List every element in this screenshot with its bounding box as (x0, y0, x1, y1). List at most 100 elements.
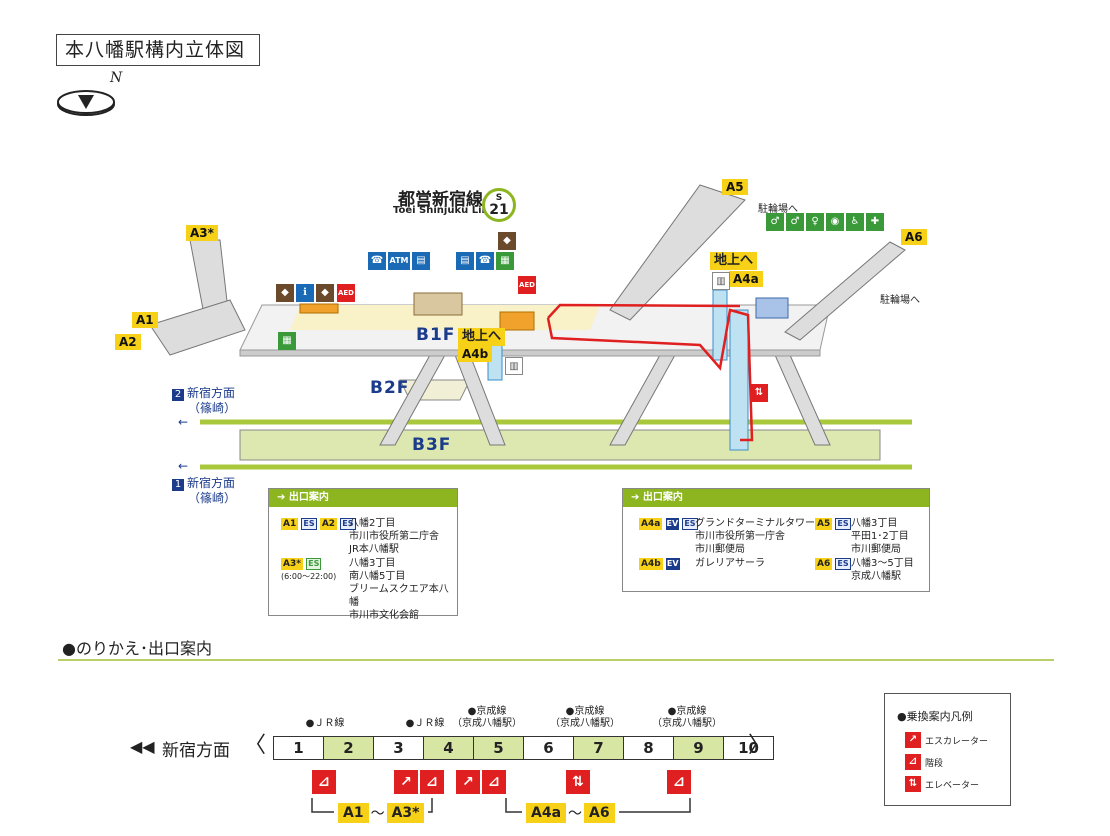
platform-direction: 新宿方面 (162, 741, 230, 761)
shop-2 (499, 311, 535, 331)
exit-group-a6-dest: 八幡3～5丁目 京成八幡駅 (851, 558, 914, 582)
exit-group-a6: A6 ES (815, 558, 851, 570)
station-office (755, 297, 789, 319)
chevron-right-icon: 〉 (748, 733, 771, 758)
floor-label-b1f: B1F (416, 325, 456, 345)
transfer-car7: ●京成線（京成八幡駅） (550, 706, 620, 729)
car-8: 8 (623, 736, 674, 760)
exit-info-panel-right: ➔ 出口案内 A4a EV ES グランドターミナルタワー 市川市役所第一庁舎 … (622, 488, 930, 592)
toilet-women-icon: ♀ (806, 213, 824, 231)
car-positions: 1 2 3 4 5 6 7 8 9 10 (273, 736, 774, 760)
car-6: 6 (523, 736, 574, 760)
legend-escalator: ↗ エスカレーター (905, 732, 988, 748)
compass-icon (57, 90, 115, 116)
exit-group-a1-a2: A1 ES A2 ES (281, 518, 356, 530)
line-name-ja: 都営新宿線 (398, 190, 483, 210)
bracket-a1-a3: A1 ～ A3* (334, 803, 429, 823)
baby-care-icon: ◉ (826, 213, 844, 231)
elevator-icon: ⇅ (905, 776, 921, 792)
track-1-sub: （篠崎） (188, 491, 237, 505)
exit-a4a-tag: A4a (729, 271, 763, 287)
exit-group-a4b: A4b EV (639, 558, 680, 570)
shop-3 (299, 303, 339, 314)
track-1-dest: 新宿方面 (187, 476, 236, 490)
shop-icon: ◆ (498, 232, 516, 250)
exit-group-a3-dest: 八幡3丁目 南八幡5丁目 ブリームスクエア本八幡 市川市文化会館 (349, 558, 449, 621)
direction-arrow-icon: ◀◀ (130, 737, 155, 756)
transfer-car4: ●ＪＲ線 (405, 718, 445, 729)
to-ground-sign-left: 地上へ (458, 328, 506, 346)
coin-locker-icon-2: ▦ (278, 332, 296, 350)
shop-1 (413, 292, 463, 316)
car-4: 4 (423, 736, 474, 760)
transfer-car5: ●京成線（京成八幡駅） (452, 706, 522, 729)
floor-label-b3f: B3F (412, 435, 452, 455)
legend-elevator: ⇅ エレベーター (905, 776, 979, 792)
ostomate-icon: ✚ (866, 213, 884, 231)
arrow-left-icon-2: ← (178, 459, 189, 473)
badge-letter: S (495, 193, 503, 203)
car-1: 1 (273, 736, 324, 760)
transfer-section-title: ●のりかえ･出口案内 (62, 639, 212, 658)
elevator-icon-map: ⇅ (750, 384, 768, 402)
info-icon: ℹ (296, 284, 314, 302)
bike-parking-a5: 駐輪場へ (758, 204, 798, 215)
exit-a3-tag: A3* (186, 225, 218, 241)
toilet-men-icon: ♂ (786, 213, 804, 231)
exit-group-a4b-dest: ガレリアサーラ (695, 558, 765, 569)
stairs-icon: ⊿ (420, 770, 444, 794)
exit-a5-tag: A5 (722, 179, 748, 195)
transfer-car2: ●ＪＲ線 (305, 718, 345, 729)
station-number-badge: S 21 (482, 188, 516, 222)
stairs-a6 (784, 241, 906, 341)
escalator-icon: ↗ (394, 770, 418, 794)
section-divider (58, 659, 1054, 661)
exit-group-a5: A5 ES (815, 518, 851, 530)
bike-parking-a6: 駐輪場へ (880, 295, 920, 306)
exit-a6-tag: A6 (901, 229, 927, 245)
track-2-dest: 新宿方面 (187, 386, 236, 400)
shop-icon-3: ◆ (316, 284, 334, 302)
floor-label-b2f: B2F (370, 378, 410, 398)
to-ground-sign-right: 地上へ (710, 252, 758, 270)
track-2-number: 2 (172, 389, 184, 401)
escalator-icon: ↗ (905, 732, 921, 748)
car-7: 7 (573, 736, 624, 760)
intercom-icon: ▥ (505, 357, 523, 375)
chevron-left-icon: 〈 (244, 733, 267, 758)
station-structure-diagram (149, 184, 912, 470)
track-2-sub: （篠崎） (188, 401, 237, 415)
coin-locker-icon: ▦ (496, 252, 514, 270)
legend-stairs: ⊿ 階段 (905, 754, 943, 770)
car-5: 5 (473, 736, 524, 760)
car-10: 10 (723, 736, 774, 760)
legend-title: ●乗換案内凡例 (897, 710, 973, 723)
exit-group-a4a-dest: グランドターミナルタワー 市川市役所第一庁舎 市川郵便局 (695, 518, 815, 555)
stairs-icon: ⊿ (482, 770, 506, 794)
phone-icon: ☎ (368, 252, 386, 270)
car-2: 2 (323, 736, 374, 760)
panel-header-right: ➔ 出口案内 (623, 489, 929, 507)
track-1-number: 1 (172, 479, 184, 491)
exit-group-a5-dest: 八幡3丁目 平田1･2丁目 市川郵便局 (851, 518, 909, 555)
page-title: 本八幡駅構内立体図 (56, 34, 260, 66)
ticket-machine-icon: ▤ (412, 252, 430, 270)
transfer-car9: ●京成線（京成八幡駅） (652, 706, 722, 729)
compass-north-label: N (110, 70, 123, 86)
atm-icon: ATM (388, 252, 410, 270)
toilet-icon: ♂ (766, 213, 784, 231)
stairs-a1-a2 (149, 299, 246, 356)
elevator-icon: ⇅ (566, 770, 590, 794)
intercom-icon-2: ▥ (712, 272, 730, 290)
shop-icon-2: ◆ (276, 284, 294, 302)
elevator-shaft (729, 309, 749, 451)
wheelchair-icon: ♿ (846, 213, 864, 231)
aed-icon-right: AED (518, 276, 536, 294)
legend-box: ●乗換案内凡例 ↗ エスカレーター ⊿ 階段 ⇅ エレベーター (884, 693, 1011, 806)
exit-group-a1-a2-dest: 八幡2丁目 市川市役所第二庁舎 JR本八幡駅 (349, 518, 439, 555)
exit-group-a4a: A4a EV ES (639, 518, 698, 530)
b3f-platform (239, 429, 881, 461)
badge-number: 21 (489, 202, 509, 218)
